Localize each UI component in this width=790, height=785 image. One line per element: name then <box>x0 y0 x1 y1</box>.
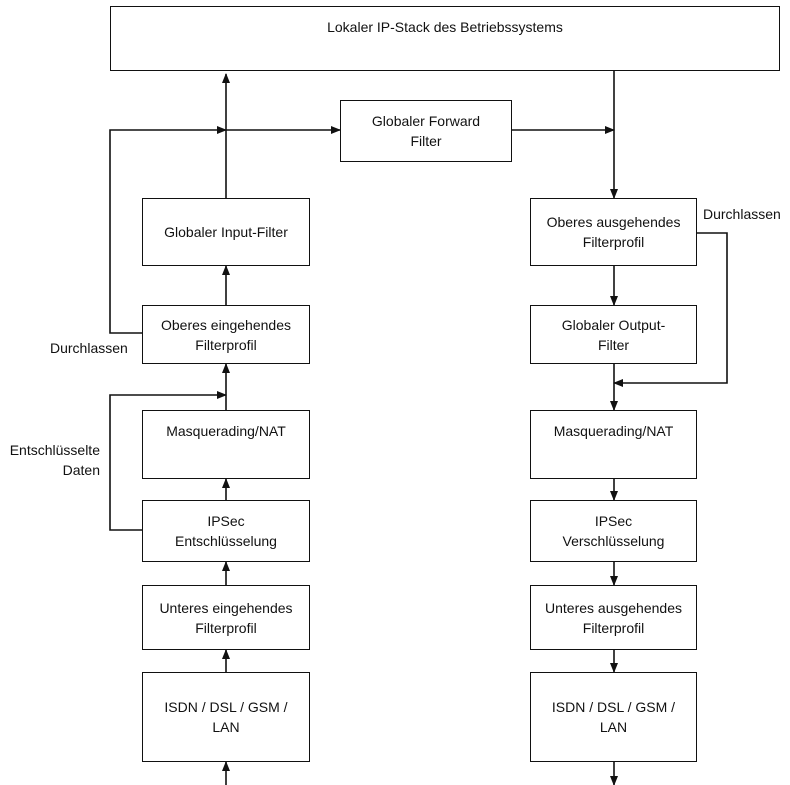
forward-filter-label: Globaler Forward Filter <box>371 113 481 149</box>
pass-right-line <box>613 232 728 387</box>
pass-right-label: Durchlassen <box>703 206 781 222</box>
decrypted-data-label: Entschlüsselte Daten <box>9 442 100 478</box>
inbound-interfaces-label: ISDN / DSL / GSM / LAN <box>164 699 288 735</box>
lower-inbound-profile-label: Unteres eingehendes Filterprofil <box>159 599 293 636</box>
ipsec-decrypt-box: IPSec Entschlüsselung <box>142 500 310 562</box>
inbound-interfaces-box: ISDN / DSL / GSM / LAN <box>142 672 310 762</box>
pass-left-line <box>109 126 227 334</box>
ip-stack-label: Lokaler IP-Stack des Betriebssystems <box>327 19 563 35</box>
lower-outbound-profile-box: Unteres ausgehendes Filterprofil <box>530 585 697 650</box>
ipsec-decrypt-label: IPSec Entschlüsselung <box>175 513 277 549</box>
upper-outbound-profile-label: Oberes ausgehendes Filterprofil <box>546 214 681 250</box>
input-filter-box: Globaler Input-Filter <box>142 198 310 266</box>
forward-filter-box: Globaler Forward Filter <box>340 100 512 162</box>
ipsec-encrypt-label: IPSec Verschlüsselung <box>562 513 665 549</box>
outbound-interfaces-box: ISDN / DSL / GSM / LAN <box>530 672 697 762</box>
decrypted-loop-line <box>109 391 227 531</box>
lower-inbound-profile-box: Unteres eingehendes Filterprofil <box>142 585 310 650</box>
output-filter-label: Globaler Output- Filter <box>561 316 666 353</box>
outbound-nat-box: Masquerading/NAT <box>530 410 697 479</box>
output-filter-box: Globaler Output- Filter <box>530 305 697 364</box>
ipsec-encrypt-box: IPSec Verschlüsselung <box>530 500 697 562</box>
inbound-nat-box: Masquerading/NAT <box>142 410 310 479</box>
upper-outbound-profile-box: Oberes ausgehendes Filterprofil <box>530 198 697 266</box>
lower-outbound-profile-label: Unteres ausgehendes Filterprofil <box>545 599 682 636</box>
input-filter-label: Globaler Input-Filter <box>164 224 288 240</box>
upper-inbound-profile-box: Oberes eingehendes Filterprofil <box>142 305 310 364</box>
upper-inbound-profile-label: Oberes eingehendes Filterprofil <box>161 316 291 353</box>
outbound-interfaces-label: ISDN / DSL / GSM / LAN <box>551 699 676 735</box>
inbound-nat-label: Masquerading/NAT <box>166 423 286 439</box>
ip-stack-box: Lokaler IP-Stack des Betriebssystems <box>110 6 780 71</box>
outbound-nat-label: Masquerading/NAT <box>553 423 674 439</box>
pass-left-label: Durchlassen <box>50 340 128 356</box>
